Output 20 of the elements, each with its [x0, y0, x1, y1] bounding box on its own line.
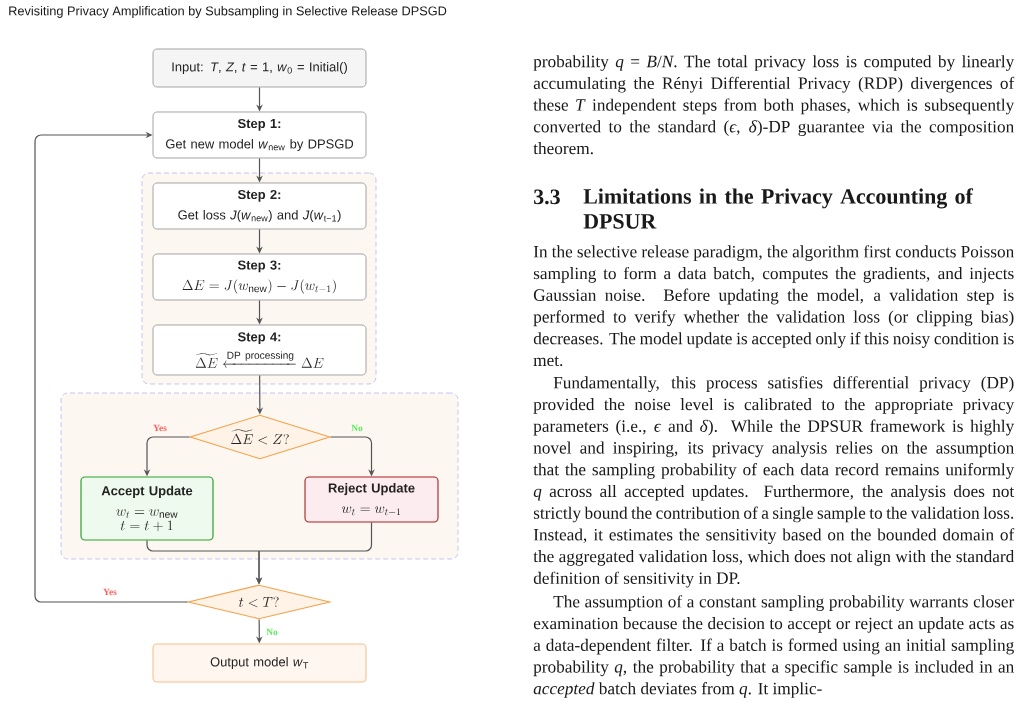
running-header: Revisiting Privacy Amplification by Subsampling in Selective Release DPSGD: [9, 6, 447, 18]
edge-label: No: [266, 628, 278, 636]
body-paragraph: In the selective release paradigm, the algorithm first conducts Poisson sampling to form a data batch, computes the gradients, and injects Gaussian noise. Before updating the model, a validation step is performed to verify whether the validation loss (or clipping bias) decreases. The model update is accepted only if this noisy condition is met.: [533, 245, 1014, 367]
edge-label: No: [351, 424, 363, 432]
output-box: Output model w$_{T}$: [152, 643, 367, 683]
section-heading: Limitations in the Privacy Accounting of DPSUR: [583, 188, 974, 229]
process-box: Step 2: Get loss J(w$_{new}$) and J(w$_{t−1}$): [152, 182, 367, 230]
section-number: 3.3: [534, 189, 560, 205]
process-box: Step 4: $\widetilde{\Delta E} \xleftarrow{\text{DP processing}} \Delta E$: [152, 324, 367, 376]
edge-label: Yes: [153, 424, 167, 432]
reject-box: Reject Update $w_t = w_{t-1}$: [304, 476, 439, 523]
process-box: Step 1: Get new model w$_{new}$ by DPSGD: [152, 111, 367, 159]
edge-label: Yes: [103, 588, 117, 596]
body-paragraph: probability q = B/N. The total privacy loss is computed by linearly accumulating the Rényi Differential Privacy (RDP) divergences of these T independent steps from both phases, which is subsequently converted to the standard (ϵ, δ)-DP guarantee via the composition theorem.: [533, 55, 1015, 155]
arrow: [34, 131, 189, 603]
accept-box: Accept Update $w_t = w_{\mathrm{new}}$ $t = t + 1$: [80, 476, 214, 541]
process-box: Step 3: $\Delta E = J(w_{\mathrm{new}}) - J(w_{t-1})$: [152, 253, 367, 301]
body-paragraph: Fundamentally, this process satisfies differential privacy (DP) provided the noise level is calibrated to the appropriate privacy parameters (i.e., ϵ and δ). While the DPSUR framework is highly novel and inspiring, its privacy analysis relies on the assumption that the sampling probability of each data record remains uniformly q across all accepted updates. Furthermore, the analysis does not strictly bound the contribution of a single sample to the validation loss. Instead, it estimates the sensitivity based on the bounded domain of the aggregated validation loss, which does not align with the standard definition of sensitivity in DP.: [533, 376, 1015, 588]
body-paragraph: The assumption of a constant sampling probability warrants closer examination because the decision to accept or reject an update acts as a data-dependent filter. If a batch is formed using an initial sampling probability q, the probability that a specific sample is included in an accepted batch deviates from q. It implic-: [533, 595, 1015, 698]
start-box: Input: T, Z, t = 1, w$_{0}$ = Initial(): [152, 48, 367, 88]
